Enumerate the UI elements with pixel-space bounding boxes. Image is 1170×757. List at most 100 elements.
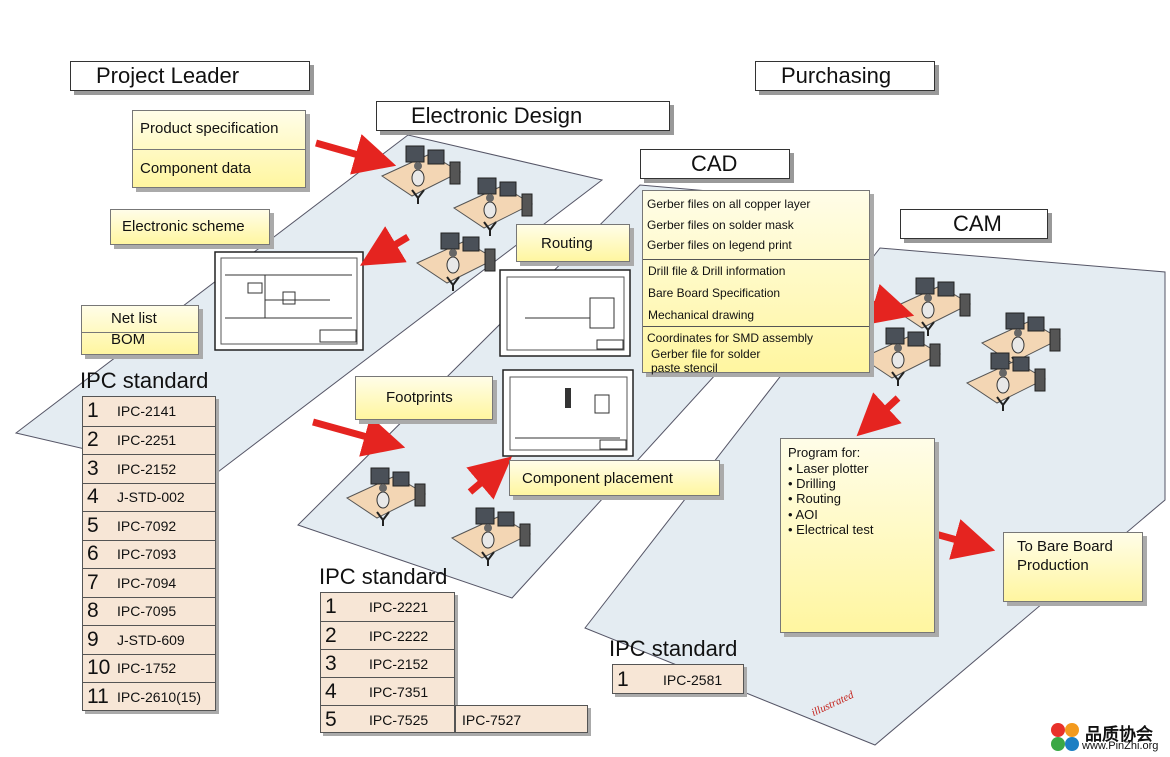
routing-drawing bbox=[499, 269, 631, 357]
ipc-row-code: IPC-1752 bbox=[117, 660, 177, 677]
program-item: • AOI bbox=[788, 507, 818, 522]
bare-board-line-1: To Bare Board bbox=[1017, 538, 1113, 555]
component-placement-note: Component placement bbox=[509, 460, 720, 496]
ipc-row-number: 2 bbox=[87, 428, 99, 452]
ipc-row-number: 2 bbox=[325, 623, 337, 647]
ipc-row: 4 J-STD-002 bbox=[83, 482, 216, 512]
bare-board-note: To Bare Board Production bbox=[1003, 532, 1143, 602]
ipc-row-number: 7 bbox=[87, 570, 99, 594]
cad-output-item: Drill file & Drill information bbox=[648, 264, 786, 278]
program-item: • Drilling bbox=[788, 476, 836, 491]
ipc-row-number: 4 bbox=[87, 485, 99, 509]
cad-output-item: Gerber files on solder mask bbox=[647, 218, 794, 232]
cad-output-item: Coordinates for SMD assembly bbox=[647, 331, 814, 345]
ipc-row: 9 J-STD-609 bbox=[83, 625, 216, 654]
ipc-row: 11 IPC-2610(15) bbox=[83, 682, 216, 711]
brand-url: www.PinZhi.org bbox=[1082, 740, 1159, 752]
ipc-row-code: IPC-7093 bbox=[117, 546, 177, 563]
ipc-left-title: IPC standard bbox=[80, 368, 209, 393]
ipc-row: 10 IPC-1752 bbox=[83, 653, 216, 683]
pinzhi-logo-icon bbox=[1051, 723, 1079, 751]
ipc-row-code: J-STD-002 bbox=[117, 489, 185, 506]
ipc-middle-table bbox=[320, 592, 455, 733]
electronic-design-header: Electronic Design bbox=[376, 101, 670, 131]
cad-output-item: Gerber files on legend print bbox=[647, 238, 792, 252]
ipc-row-number: 11 bbox=[87, 684, 109, 708]
cad-output-group-1: Gerber files on all copper layer Gerber … bbox=[643, 191, 869, 260]
ipc-row: 7 IPC-7094 bbox=[83, 568, 216, 597]
ipc-right-table bbox=[612, 664, 744, 694]
ipc-row-code: IPC-2152 bbox=[369, 655, 429, 672]
ipc-row-number: 3 bbox=[325, 651, 337, 675]
ipc-row: 5 IPC-7092 bbox=[83, 511, 216, 540]
ipc-row: 3 IPC-2152 bbox=[83, 454, 216, 483]
footprint-drawing bbox=[502, 369, 634, 457]
ipc-row-number: 9 bbox=[87, 627, 99, 651]
ipc-row: 8 IPC-7095 bbox=[83, 596, 216, 626]
ipc-row-code: IPC-7351 bbox=[369, 683, 429, 700]
cad-output-item: paste stencil bbox=[651, 361, 718, 375]
ipc-row: 6 IPC-7093 bbox=[83, 539, 216, 569]
component-data-label: Component data bbox=[140, 160, 251, 177]
cad-output-group-2: Drill file & Drill information Bare Boar… bbox=[643, 260, 869, 327]
ipc-row-code: IPC-2222 bbox=[369, 627, 429, 644]
ipc-row: 3 IPC-2152 bbox=[321, 649, 455, 677]
ipc-middle-title: IPC standard bbox=[319, 564, 448, 589]
electronic-scheme-note: Electronic scheme bbox=[110, 209, 270, 245]
ipc-row: 2 IPC-2222 bbox=[321, 621, 455, 649]
bare-board-line-2: Production bbox=[1017, 557, 1089, 574]
ipc-row-code: IPC-7525 bbox=[369, 711, 429, 728]
ipc-row-number: 1 bbox=[325, 595, 337, 618]
ipc-row-number: 6 bbox=[87, 542, 99, 566]
ipc-row-code: IPC-2610(15) bbox=[117, 688, 202, 705]
ipc-row: 2 IPC-2251 bbox=[83, 425, 216, 455]
ipc-row-code: IPC-7095 bbox=[117, 603, 177, 620]
cad-output-item: Gerber files on all copper layer bbox=[647, 197, 811, 211]
cad-outputs-note: Gerber files on all copper layer Gerber … bbox=[642, 190, 870, 375]
ipc-row-code: IPC-7094 bbox=[117, 574, 177, 591]
ipc-row-number: 1 bbox=[617, 667, 629, 691]
ipc-row-number: 5 bbox=[325, 707, 337, 731]
cad-output-item: Bare Board Specification bbox=[648, 286, 781, 300]
bom-label: BOM bbox=[82, 332, 198, 347]
cad-output-group-3: Coordinates for SMD assembly Gerber file… bbox=[643, 327, 869, 375]
ipc-row: 1 IPC-2581 bbox=[613, 665, 744, 694]
cad-output-item: Mechanical drawing bbox=[648, 308, 755, 322]
ipc-row-number: 10 bbox=[87, 656, 111, 680]
ipc-right-title: IPC standard bbox=[609, 636, 738, 661]
ipc-row-number: 8 bbox=[87, 599, 99, 623]
program-item: • Routing bbox=[788, 491, 841, 506]
ipc-row-code: IPC-2152 bbox=[117, 460, 177, 477]
purchasing-header: Purchasing bbox=[755, 61, 935, 91]
netlist-bom-note: Net list BOM bbox=[81, 305, 199, 355]
ipc-row-code: IPC-2251 bbox=[117, 432, 177, 449]
product-spec-label: Product specification bbox=[133, 111, 305, 150]
ipc-row: 1 IPC-2141 bbox=[83, 397, 216, 426]
ipc-middle-extra: IPC-7527 bbox=[455, 705, 588, 733]
ipc-left-table bbox=[82, 396, 216, 711]
ipc-row-number: 1 bbox=[87, 399, 99, 423]
ipc-row: 1 IPC-2221 bbox=[321, 593, 455, 621]
ipc-row-code: J-STD-609 bbox=[117, 631, 185, 648]
footprints-note: Footprints bbox=[355, 376, 493, 420]
ipc-row: 4 IPC-7351 bbox=[321, 677, 455, 705]
schematic-drawing bbox=[214, 251, 364, 351]
ipc-row-code: IPC-2221 bbox=[369, 599, 429, 615]
routing-note: Routing bbox=[516, 224, 630, 262]
ipc-row-number: 5 bbox=[87, 513, 99, 537]
cam-header: CAM bbox=[900, 209, 1048, 239]
program-item: • Laser plotter bbox=[788, 461, 869, 476]
ipc-row-number: 3 bbox=[87, 456, 99, 480]
ipc-row: 5 IPC-7525 bbox=[321, 705, 455, 733]
project-leader-header: Project Leader bbox=[70, 61, 310, 91]
ipc-row-code: IPC-2581 bbox=[663, 671, 723, 688]
cad-header: CAD bbox=[640, 149, 790, 179]
program-item: • Electrical test bbox=[788, 522, 874, 537]
cad-output-item: Gerber file for solder bbox=[651, 347, 761, 361]
program-title: Program for: bbox=[788, 445, 861, 460]
brand-name: 品质协会 bbox=[1085, 725, 1153, 744]
ipc-row-code: IPC-7092 bbox=[117, 517, 177, 534]
ipc-row-code: IPC-2141 bbox=[117, 403, 177, 420]
program-note: Program for: • Laser plotter • Drilling … bbox=[780, 438, 935, 633]
ipc-row-number: 4 bbox=[325, 679, 337, 703]
